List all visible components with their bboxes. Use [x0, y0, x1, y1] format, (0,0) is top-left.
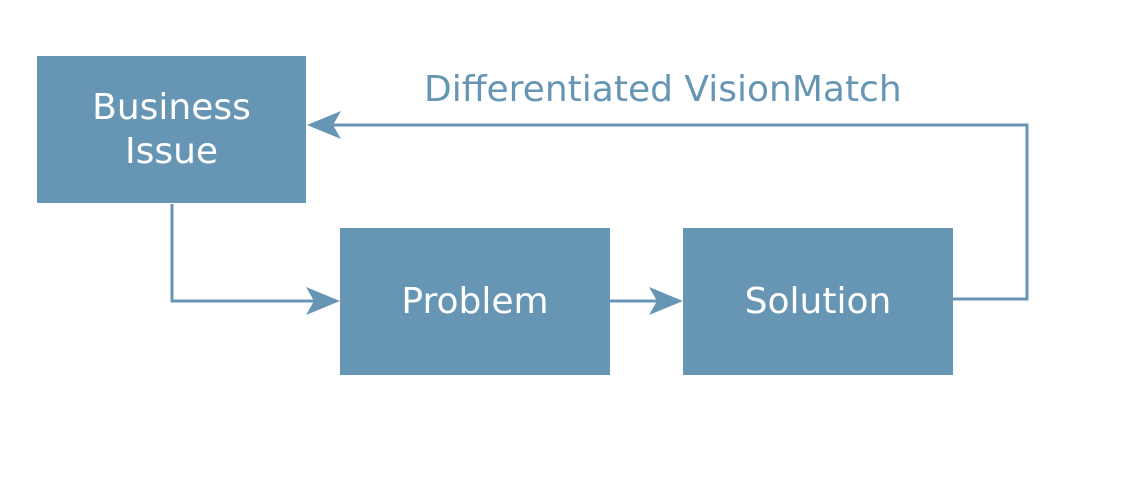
arrowhead-into-solution	[649, 287, 683, 315]
arrowhead-into-business-issue	[307, 111, 341, 139]
arrow-business-to-problem	[170, 204, 314, 303]
node-solution-label: Solution	[744, 280, 892, 322]
node-business-issue: Business Issue	[37, 56, 306, 203]
node-problem: Problem	[340, 228, 610, 375]
arrow-solution-to-business	[333, 123, 1029, 301]
node-solution: Solution	[683, 228, 953, 375]
node-business-issue-line2: Issue	[124, 130, 219, 172]
arrowhead-into-problem	[306, 287, 340, 315]
node-problem-label: Problem	[401, 280, 549, 322]
node-business-issue-line1: Business	[92, 86, 251, 128]
feedback-edge-label: Differentiated VisionMatch	[424, 69, 902, 110]
